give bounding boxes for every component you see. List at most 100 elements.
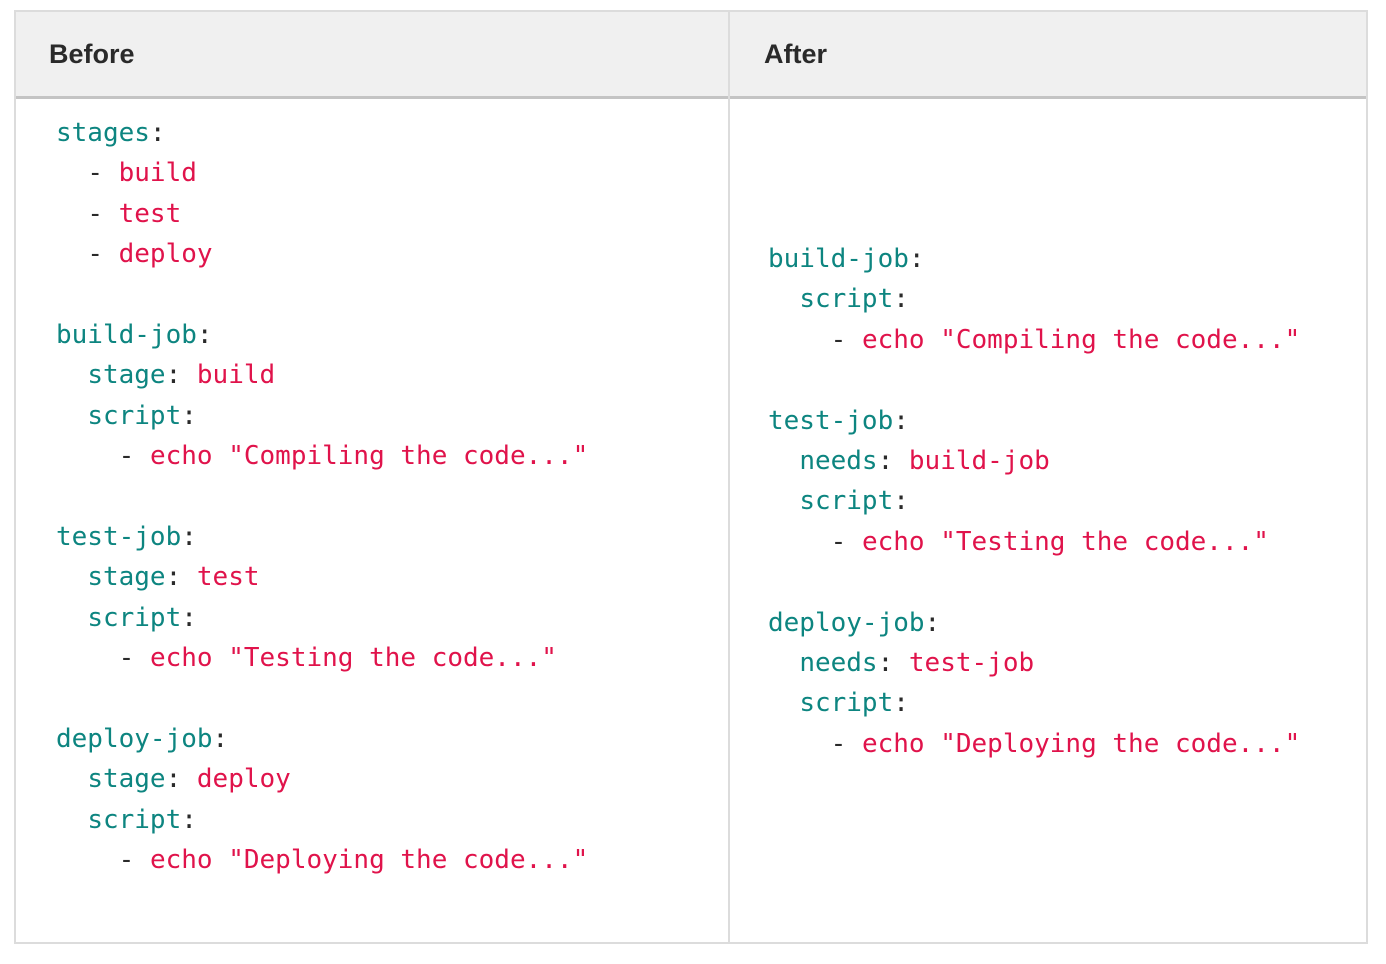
indent <box>56 603 87 633</box>
indent <box>56 360 87 390</box>
list-dash: - <box>118 441 150 472</box>
yaml-key: test-job <box>768 405 894 436</box>
indent <box>768 486 799 516</box>
separator: : <box>181 602 197 633</box>
yaml-value: test <box>196 562 260 593</box>
list-dash: - <box>118 643 150 674</box>
separator: : <box>165 562 197 593</box>
list-dash: - <box>118 845 150 876</box>
yaml-key: script <box>799 486 894 517</box>
indent <box>56 158 87 188</box>
code-line <box>56 678 588 718</box>
indent <box>768 527 831 557</box>
yaml-key: needs <box>799 445 878 476</box>
yaml-key: script <box>799 284 894 315</box>
code-line: stage: deploy <box>56 759 588 799</box>
yaml-key: needs <box>799 647 878 678</box>
separator: : <box>893 486 909 517</box>
code-line: script: <box>56 598 588 638</box>
indent <box>56 239 87 269</box>
code-line: deploy-job: <box>56 719 588 759</box>
separator: : <box>165 764 197 795</box>
code-block-before: stages: - build - test - deploy build-job… <box>56 113 588 880</box>
code-line: needs: build-job <box>768 441 1300 481</box>
code-line: script: <box>768 683 1300 723</box>
separator: : <box>908 244 925 274</box>
yaml-key: script <box>87 804 182 835</box>
yaml-key: script <box>799 688 894 719</box>
indent <box>768 325 831 355</box>
code-line: stage: build <box>56 355 588 395</box>
separator: : <box>212 723 229 754</box>
indent <box>56 441 119 471</box>
separator: : <box>924 607 941 638</box>
code-line: needs: test-job <box>768 643 1300 683</box>
indent <box>768 648 799 678</box>
yaml-key: build-job <box>768 244 909 274</box>
code-line: build-job: <box>56 315 588 355</box>
code-line: - echo "Testing the code..." <box>768 522 1300 562</box>
yaml-key: stage <box>87 764 166 795</box>
code-line: - build <box>56 153 588 193</box>
indent <box>56 764 87 794</box>
code-line: script: <box>56 396 588 436</box>
list-dash: - <box>830 526 862 557</box>
code-line: stage: test <box>56 557 588 597</box>
column-divider <box>728 12 730 942</box>
yaml-value: echo "Testing the code..." <box>149 643 557 674</box>
yaml-value: echo "Compiling the code..." <box>861 324 1301 355</box>
code-line <box>56 477 588 517</box>
indent <box>56 401 87 431</box>
yaml-value: echo "Deploying the code..." <box>149 845 589 876</box>
code-line: - deploy <box>56 234 588 274</box>
table-header: Before After <box>16 12 1366 99</box>
indent <box>56 845 119 875</box>
code-line: script: <box>56 800 588 840</box>
indent <box>56 805 87 835</box>
yaml-key: deploy-job <box>56 723 213 754</box>
indent <box>768 688 799 718</box>
separator: : <box>893 405 909 436</box>
list-dash: - <box>87 158 119 189</box>
yaml-key: build-job <box>56 319 197 350</box>
yaml-key: stages <box>56 118 150 148</box>
separator: : <box>181 521 197 552</box>
list-dash: - <box>87 239 119 270</box>
separator: : <box>196 319 213 350</box>
comparison-table: Before After <box>14 10 1368 944</box>
indent <box>56 643 119 673</box>
list-dash: - <box>87 198 119 229</box>
separator: : <box>877 445 909 476</box>
indent <box>768 729 831 759</box>
separator: : <box>181 400 197 431</box>
header-after: After <box>764 39 828 69</box>
separator: : <box>893 688 909 719</box>
yaml-value: build <box>118 158 197 189</box>
code-line <box>56 275 588 315</box>
code-line: script: <box>768 481 1300 521</box>
code-line: - echo "Compiling the code..." <box>768 320 1301 360</box>
code-line <box>768 360 1300 400</box>
yaml-key: script <box>87 400 182 431</box>
code-line: build-job: <box>768 239 1300 279</box>
separator: : <box>149 118 166 148</box>
code-line: test-job: <box>56 517 588 557</box>
code-line: - echo "Compiling the code..." <box>56 436 589 476</box>
code-block-after: build-job: script: - echo "Compiling the… <box>768 239 1300 764</box>
separator: : <box>165 360 197 391</box>
yaml-value: deploy <box>196 764 291 795</box>
code-line: deploy-job: <box>768 603 1300 643</box>
indent <box>56 562 87 592</box>
list-dash: - <box>830 728 862 759</box>
yaml-value: build-job <box>908 445 1050 476</box>
yaml-key: script <box>87 602 182 633</box>
code-line: stages: <box>56 113 588 153</box>
code-line: - echo "Deploying the code..." <box>768 724 1301 764</box>
yaml-value: build <box>196 360 276 391</box>
separator: : <box>181 804 197 835</box>
yaml-key: test-job <box>56 521 182 552</box>
separator: : <box>893 284 909 315</box>
yaml-key: stage <box>87 360 166 391</box>
code-line: script: <box>768 279 1300 319</box>
yaml-value: echo "Deploying the code..." <box>861 728 1301 759</box>
